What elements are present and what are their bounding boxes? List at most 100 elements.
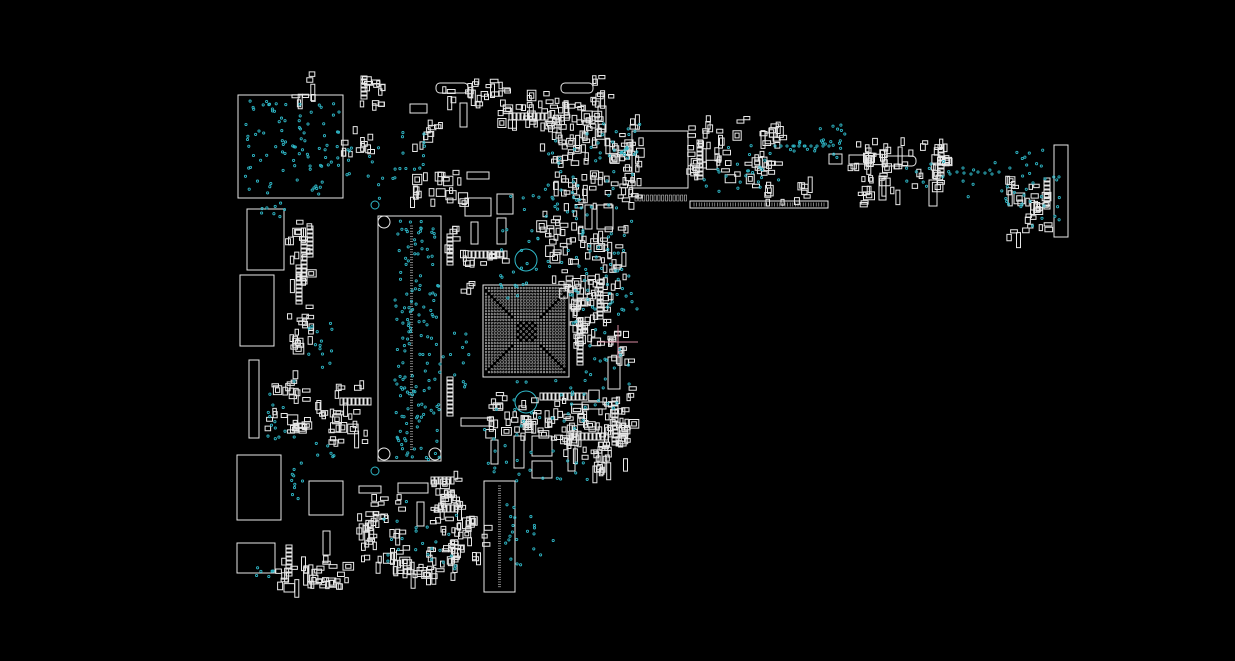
via [829,140,833,144]
ec-chip[interactable] [309,481,343,515]
via-field [345,146,402,200]
bga-ball [557,307,560,310]
bga-ball [508,321,511,324]
smd-component [590,171,598,179]
left-io-top[interactable] [238,95,343,198]
via [271,403,275,407]
bga-ball [519,315,522,319]
via [616,312,621,316]
resistor [361,84,367,87]
audio-jack[interactable] [237,543,275,573]
via [272,212,276,216]
via [308,167,312,171]
bga-ball [499,313,502,316]
smd-component [363,526,368,532]
resistor [447,401,453,404]
bga-ball [487,365,491,368]
smd-component [689,126,696,130]
bga-ball [513,298,517,301]
via [1057,175,1061,179]
fpc-connector[interactable] [690,201,828,208]
bga-ball [505,342,508,345]
bga-ball [531,307,534,310]
bga-ball [554,318,557,322]
smd-component [909,150,913,156]
smd-component [624,459,628,471]
smd-component [775,162,783,165]
cpu-bga[interactable] [483,285,569,377]
via [320,352,325,356]
resistor [296,281,302,284]
dimm-slot[interactable] [378,216,441,461]
bga-ball [548,356,551,359]
via [382,517,386,521]
top-right-header[interactable] [1054,145,1068,237]
via [612,148,616,152]
smd-component [620,134,626,137]
bga-ball [531,365,534,368]
codec-chip[interactable] [632,131,688,188]
bga-ball [563,310,566,313]
smd-cluster [357,512,379,540]
bga-ball [487,353,491,356]
inductor [608,357,620,389]
via [436,284,440,288]
bga-ball [528,327,531,330]
side-header[interactable] [249,360,259,438]
bga-ball [519,368,522,371]
smd-component [619,433,628,444]
smd-component [372,101,378,106]
resistor [509,113,512,120]
lan-jack[interactable] [247,209,284,270]
bga-ball [519,324,522,327]
bga-ball [502,304,505,307]
smd-pad [574,281,578,286]
smd-component [873,138,878,144]
smd-component [559,281,564,284]
bga-ball [516,298,520,301]
bga-ball [487,286,491,290]
smd-component [345,578,349,583]
via [570,191,575,195]
smd-component [767,161,772,169]
via [500,248,504,252]
via [504,460,508,464]
bga-ball [513,324,517,327]
via [314,441,318,445]
via [329,160,333,164]
smd-component [308,337,312,345]
bga-ball [551,286,554,290]
usb-jack-1[interactable] [240,275,274,346]
bga-ball [522,356,525,359]
bga-ball [519,310,522,313]
via [626,363,630,367]
resistor [307,254,313,257]
bga-ball [542,292,546,295]
via [517,472,521,476]
lower-connector[interactable] [484,481,515,592]
smd-component [570,238,575,242]
bga-ball [502,336,505,339]
smd-component [880,150,887,158]
via [464,340,468,344]
usb-jack-2[interactable] [237,455,281,520]
bga-ball [513,301,517,304]
smd-component [458,178,461,185]
bga-ball [534,347,537,351]
smd-component [336,411,343,415]
bga-ball [490,342,493,345]
smd-component [627,394,630,401]
via [556,207,560,211]
smd-component [320,585,326,588]
bga-ball [484,344,488,348]
bga-ball [513,342,517,345]
via [393,378,397,382]
smd-component [565,103,568,108]
bga-ball [545,313,549,316]
smd-component [459,532,463,539]
via [386,553,390,557]
bga-ball [531,324,534,327]
bga-ball [525,344,528,348]
smd-cluster [486,393,531,441]
